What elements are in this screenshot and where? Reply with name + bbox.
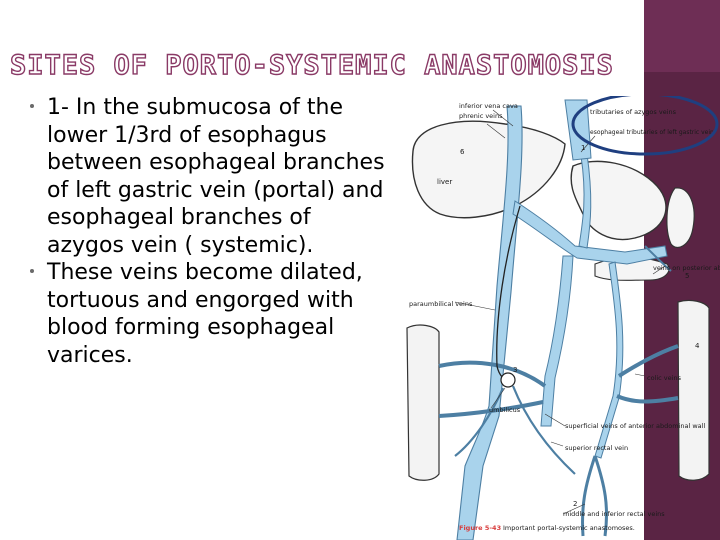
decorative-side-bar-top: [644, 0, 720, 72]
label-esophageal-tributaries: esophageal tributaries of left gastric v…: [590, 129, 714, 136]
label-superficial-veins: superficial veins of anterior abdominal …: [565, 422, 705, 430]
liver-shape: [411, 120, 566, 219]
bullet-item: These veins become dilated, tortuous and…: [30, 259, 390, 369]
marker-4: 4: [695, 342, 700, 350]
slide-title: SITES OF PORTO-SYSTEMIC ANASTOMOSIS: [9, 49, 614, 81]
rectal-veins: [581, 455, 608, 537]
marker-2: 2: [573, 500, 577, 508]
esophagus-veins: [564, 99, 592, 161]
marker-5: 5: [685, 272, 689, 280]
bullet-icon: [30, 269, 34, 273]
descending-colon-shape: [677, 299, 710, 481]
label-paraumbilical-veins: paraumbilical veins: [409, 300, 473, 308]
label-posterior-wall-veins: veins on posterior abdominal wall: [653, 264, 720, 272]
label-inferior-vena-cava: inferior vena cava: [459, 102, 518, 110]
anatomy-illustration: inferior vena cava phrenic veins tributa…: [406, 96, 720, 540]
label-phrenic-veins: phrenic veins: [459, 112, 503, 120]
inferior-mesenteric-vein: [594, 261, 624, 459]
marker-3: 3: [513, 366, 517, 374]
marker-6: 6: [460, 148, 465, 156]
bullet-list: 1- In the submucosa of the lower 1/3rd o…: [30, 94, 390, 369]
highlight-ellipse: [571, 96, 719, 156]
portal-vein: [512, 200, 668, 265]
figure-caption-number: Figure 5-43: [459, 524, 501, 532]
label-umbilicus: umbilicus: [489, 406, 521, 414]
superior-mesenteric-vein: [540, 255, 574, 427]
bullet-text: These veins become dilated, tortuous and…: [47, 260, 363, 368]
spleen-shape: [666, 187, 695, 249]
figure-caption-text: Important portal-systemic anastomoses.: [503, 524, 635, 532]
bullet-text: 1- In the submucosa of the lower 1/3rd o…: [47, 95, 385, 258]
label-tributaries-azygos: tributaries of azygos veins: [590, 108, 677, 116]
left-colic-veins: [616, 344, 679, 404]
label-superior-rectal-vein: superior rectal vein: [565, 444, 628, 452]
umbilicus-circle: [500, 372, 516, 388]
right-colic-veins: [438, 360, 547, 418]
stomach-shape: [570, 160, 667, 241]
bullet-icon: [30, 104, 34, 108]
anatomy-figure: inferior vena cava phrenic veins tributa…: [395, 96, 720, 540]
inferior-vena-cava: [456, 105, 523, 540]
marker-1: 1: [581, 144, 585, 152]
ascending-colon-shape: [406, 324, 440, 481]
posterior-wall-veins: [644, 245, 672, 272]
label-colic-veins: colic veins: [647, 374, 682, 382]
label-middle-inferior-rectal: middle and inferior rectal veins: [563, 510, 665, 518]
label-liver: liver: [437, 178, 452, 186]
bullet-item: 1- In the submucosa of the lower 1/3rd o…: [30, 94, 390, 259]
